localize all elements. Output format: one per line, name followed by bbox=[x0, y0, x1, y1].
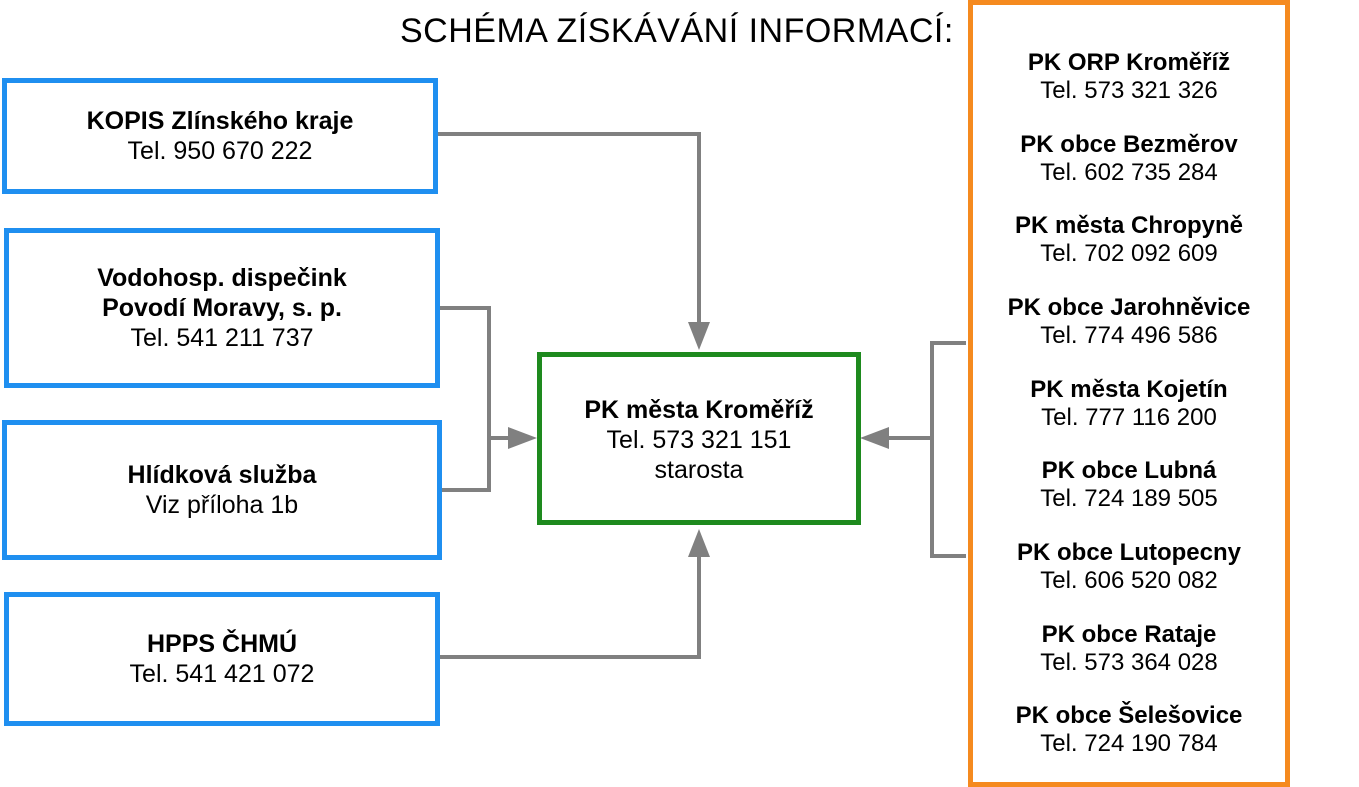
source-box-hpps: HPPS ČHMÚ Tel. 541 421 072 bbox=[4, 592, 440, 726]
source-name: HPPS ČHMÚ bbox=[146, 630, 297, 658]
contact-item: PK obce Bezměrov Tel. 602 735 284 bbox=[1020, 129, 1237, 211]
contact-name: PK obce Lubná bbox=[1041, 457, 1217, 485]
contact-phone: Tel. 602 735 284 bbox=[1040, 158, 1218, 186]
contact-name: PK obce Šelešovice bbox=[1015, 702, 1243, 730]
contact-phone: Tel. 702 092 609 bbox=[1040, 240, 1218, 268]
contact-phone: Tel. 573 364 028 bbox=[1040, 648, 1218, 676]
arrow-right bbox=[860, 427, 889, 449]
contact-item: PK obce Jarohněvice Tel. 774 496 586 bbox=[1008, 292, 1251, 374]
source-box-kopis: KOPIS Zlínského kraje Tel. 950 670 222 bbox=[2, 78, 438, 194]
source-detail: Tel. 541 421 072 bbox=[129, 660, 315, 688]
connector-vodohosp bbox=[440, 306, 491, 438]
contact-phone: Tel. 724 190 784 bbox=[1040, 730, 1218, 758]
contact-phone: Tel. 724 189 505 bbox=[1040, 485, 1218, 513]
contact-name: PK obce Jarohněvice bbox=[1007, 294, 1251, 322]
arrow-bottom bbox=[688, 529, 710, 557]
source-name-line2: Povodí Moravy, s. p. bbox=[102, 294, 342, 322]
contact-name: PK ORP Kroměříž bbox=[1027, 49, 1231, 76]
arrow-top bbox=[688, 322, 710, 350]
contact-phone: Tel. 606 520 082 bbox=[1040, 567, 1218, 595]
contact-item: PK obce Šelešovice Tel. 724 190 784 bbox=[1016, 700, 1243, 782]
source-detail: Viz příloha 1b bbox=[145, 491, 299, 519]
contact-phone: Tel. 777 116 200 bbox=[1041, 403, 1217, 431]
center-phone: Tel. 573 321 151 bbox=[606, 426, 792, 454]
source-name: KOPIS Zlínského kraje bbox=[86, 107, 354, 135]
source-box-hlidkova: Hlídková služba Viz příloha 1b bbox=[2, 420, 442, 560]
connector-hpps bbox=[440, 557, 701, 659]
contact-item: PK města Chropyně Tel. 702 092 609 bbox=[1015, 210, 1243, 292]
source-detail: Tel. 541 211 737 bbox=[130, 324, 314, 352]
contact-phone: Tel. 774 496 586 bbox=[1040, 322, 1218, 350]
contact-item: PK města Kojetín Tel. 777 116 200 bbox=[1030, 374, 1227, 456]
contact-name: PK města Chropyně bbox=[1014, 212, 1244, 240]
arrow-left bbox=[508, 427, 537, 449]
contact-item: PK obce Lutopecny Tel. 606 520 082 bbox=[1017, 537, 1241, 619]
center-name: PK města Kroměříž bbox=[584, 396, 814, 424]
center-role: starosta bbox=[654, 456, 744, 484]
contact-item: PK ORP Kroměříž Tel. 573 321 326 bbox=[1028, 47, 1230, 129]
contact-name: PK města Kojetín bbox=[1030, 375, 1228, 403]
source-name: Hlídková služba bbox=[127, 461, 317, 489]
source-detail: Tel. 950 670 222 bbox=[127, 137, 313, 165]
contact-name: PK obce Bezměrov bbox=[1020, 130, 1238, 158]
page-title: SCHÉMA ZÍSKÁVÁNÍ INFORMACÍ: bbox=[400, 12, 954, 50]
connector-kopis bbox=[436, 132, 701, 322]
source-box-vodohosp: Vodohosp. dispečink Povodí Moravy, s. p.… bbox=[4, 228, 440, 388]
connector-hlidkova bbox=[442, 438, 491, 492]
contact-name: PK obce Rataje bbox=[1041, 620, 1217, 648]
contact-item: PK obce Rataje Tel. 573 364 028 bbox=[1040, 619, 1217, 701]
contact-item: PK obce Lubná Tel. 724 189 505 bbox=[1040, 455, 1217, 537]
source-name-line1: Vodohosp. dispečink bbox=[97, 264, 347, 292]
center-box: PK města Kroměříž Tel. 573 321 151 staro… bbox=[537, 352, 861, 525]
connector-contacts-bracket bbox=[930, 341, 966, 558]
contacts-box: PK ORP Kroměříž Tel. 573 321 326 PK obce… bbox=[968, 0, 1290, 787]
contact-phone: Tel. 573 321 326 bbox=[1040, 77, 1218, 104]
contact-name: PK obce Lutopecny bbox=[1016, 539, 1242, 567]
